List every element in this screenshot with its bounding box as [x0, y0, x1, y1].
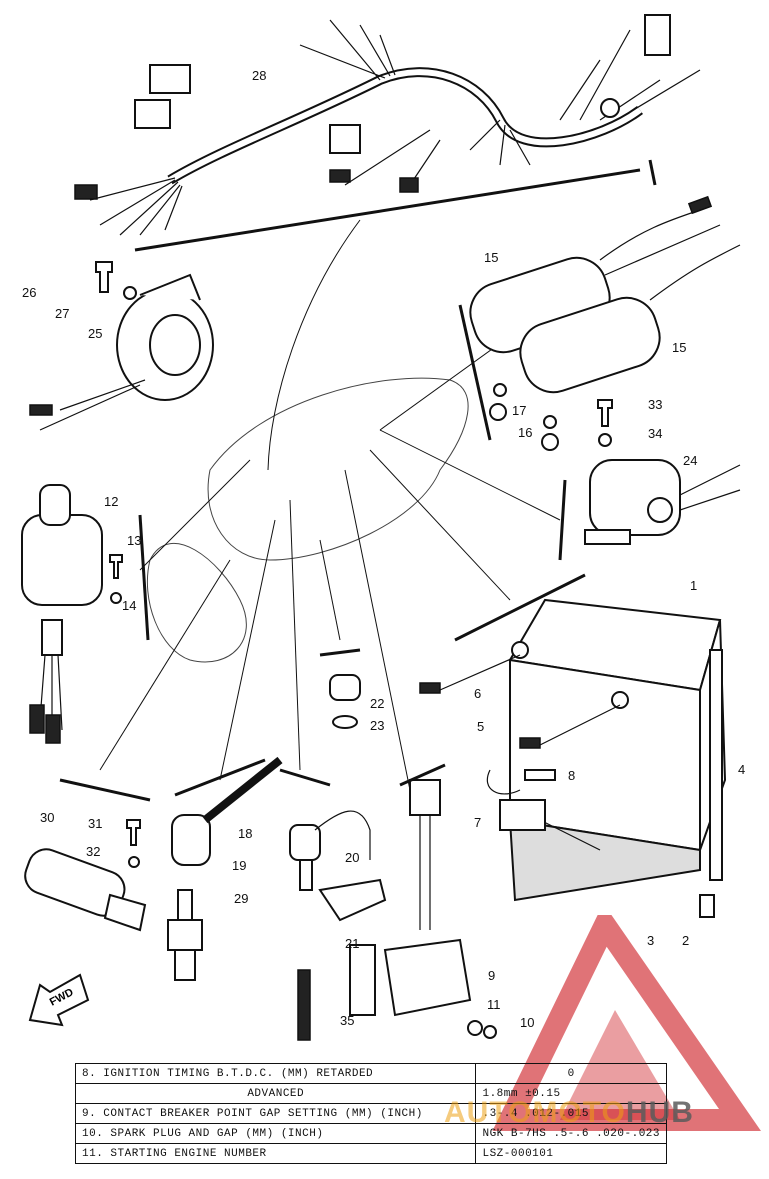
screw-26: [95, 261, 113, 293]
callout-10: 10: [520, 1015, 534, 1030]
spec-value: NGK B-7HS .5-.6 .020-.023: [475, 1123, 667, 1144]
callout-13: 13: [127, 533, 141, 548]
spec-label: 8. IGNITION TIMING B.T.D.C. (MM) RETARDE…: [74, 1063, 477, 1084]
table-row: 10. SPARK PLUG AND GAP (MM) (INCH) NGK B…: [74, 1123, 667, 1144]
nut-16: [541, 433, 559, 451]
callout-8: 8: [568, 768, 575, 783]
callout-15b: 15: [672, 340, 686, 355]
callout-31: 31: [88, 816, 102, 831]
callout-35: 35: [340, 1013, 354, 1028]
harness-bracket: [134, 168, 641, 252]
callout-12: 12: [104, 494, 118, 509]
callout-30: 30: [40, 810, 54, 825]
spec-label: 9. CONTACT BREAKER POINT GAP SETTING (MM…: [74, 1103, 477, 1124]
callout-15a: 15: [484, 250, 498, 265]
washer-16: [489, 403, 507, 421]
horn: [29, 273, 214, 431]
fwd-arrow: FWD: [28, 973, 90, 1027]
callout-17: 17: [512, 403, 526, 418]
washer-34: [598, 433, 612, 447]
bolt-33: [597, 399, 613, 427]
callout-18: 18: [238, 826, 252, 841]
spark-plug-cap: [171, 756, 283, 866]
spec-label: ADVANCED: [74, 1083, 477, 1104]
neutral-switch: [329, 674, 361, 729]
table-row: ADVANCED 1.8mm ±0.15: [74, 1083, 667, 1104]
callout-34: 34: [648, 426, 662, 441]
callout-14: 14: [122, 598, 136, 613]
callout-19: 19: [232, 858, 246, 873]
callout-26: 26: [22, 285, 36, 300]
washer-17: [493, 383, 507, 397]
callout-25: 25: [88, 326, 102, 341]
callout-16: 16: [518, 425, 532, 440]
spec-label: 11. STARTING ENGINE NUMBER: [74, 1143, 477, 1164]
spec-label: 10. SPARK PLUG AND GAP (MM) (INCH): [74, 1123, 477, 1144]
flasher-relay: [24, 848, 147, 932]
callout-numbers: 28 26 27 25 15 15 17 16 33 34 24 12 13 1…: [22, 68, 745, 1030]
spec-table: 8. IGNITION TIMING B.T.D.C. (MM) RETARDE…: [74, 1063, 667, 1164]
spec-value: LSZ-000101: [475, 1143, 667, 1164]
callout-11: 11: [487, 997, 501, 1012]
callout-9: 9: [488, 968, 495, 983]
callout-22: 22: [370, 696, 384, 711]
spec-value: 0: [475, 1063, 667, 1084]
engine-outline: [146, 377, 469, 663]
callout-33: 33: [648, 397, 662, 412]
starter-relay: [584, 459, 741, 545]
callout-3: 3: [647, 933, 654, 948]
callout-4: 4: [738, 762, 745, 777]
contact-breaker: [349, 779, 497, 1039]
table-row: 11. STARTING ENGINE NUMBER LSZ-000101: [74, 1143, 667, 1164]
washer-27: [123, 286, 137, 300]
callout-24: 24: [683, 453, 697, 468]
ignition-coil-lower: [519, 244, 741, 394]
oil-level-switch: [289, 810, 387, 1041]
main-switch: [21, 484, 103, 744]
callout-28: 28: [252, 68, 266, 83]
battery: [419, 598, 727, 918]
wiring-exploded-diagram: FWD 28 26 27 25 15 15 17 16 33 34 24 12 …: [21, 14, 745, 1041]
table-row: 9. CONTACT BREAKER POINT GAP SETTING (MM…: [74, 1103, 667, 1124]
callout-7: 7: [474, 815, 481, 830]
callout-1: 1: [690, 578, 697, 593]
spark-plug: [167, 889, 203, 981]
spec-value: .3-.4 .012-.015: [475, 1103, 667, 1124]
callout-2: 2: [682, 933, 689, 948]
table-row: 8. IGNITION TIMING B.T.D.C. (MM) RETARDE…: [74, 1063, 667, 1084]
callout-21: 21: [345, 936, 359, 951]
callout-5: 5: [477, 719, 484, 734]
callout-23: 23: [370, 718, 384, 733]
callout-6: 6: [474, 686, 481, 701]
wire-harness: [74, 14, 701, 236]
spec-value: 1.8mm ±0.15: [475, 1083, 667, 1104]
callout-29: 29: [234, 891, 248, 906]
callout-27: 27: [55, 306, 69, 321]
callout-20: 20: [345, 850, 359, 865]
callout-32: 32: [86, 844, 100, 859]
